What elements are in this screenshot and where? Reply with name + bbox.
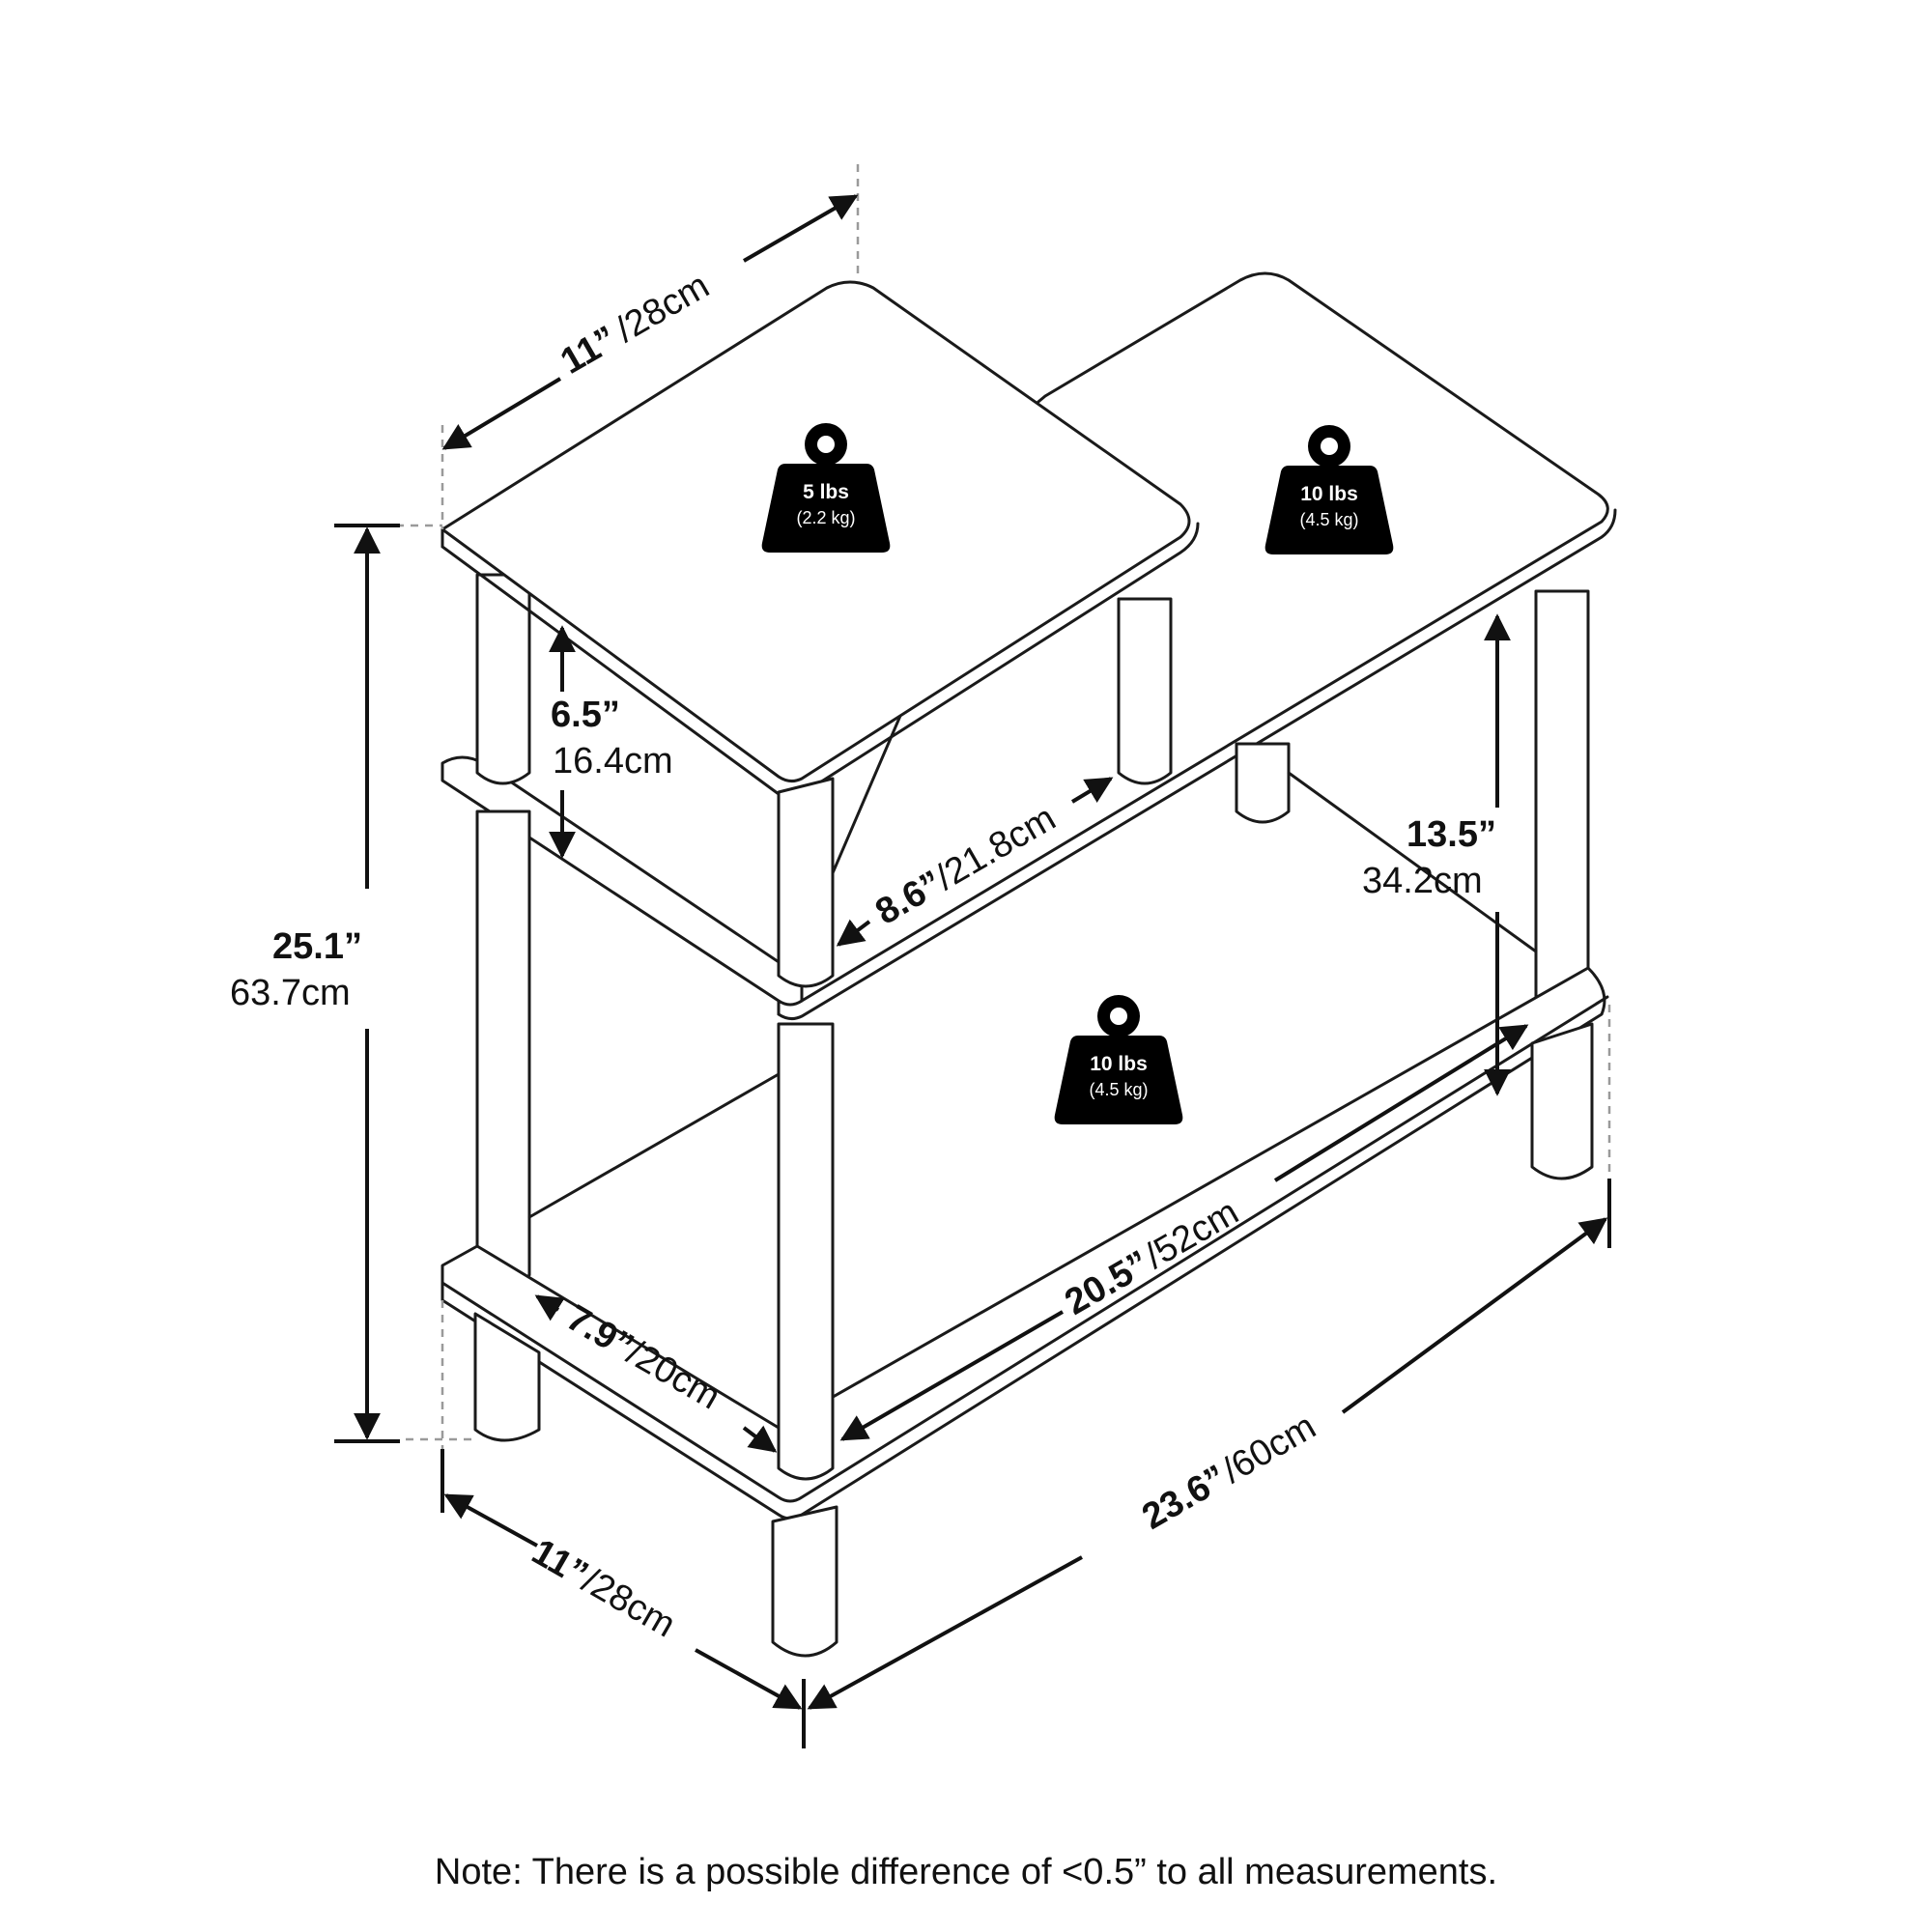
leg-front-middle-lower [777, 1022, 835, 1481]
leg-bottom-left [473, 1312, 541, 1442]
total-length-in: 23.6” [1136, 1458, 1235, 1538]
leg-front-top [777, 777, 835, 988]
weight-bottom-lbs: 10 lbs [1090, 1053, 1148, 1075]
leg-bottom-right [1530, 1022, 1594, 1180]
leg-front-right-upper [1117, 597, 1173, 785]
total-height-in: 25.1” [272, 926, 362, 967]
top-width-in: 11” [554, 319, 624, 383]
bottom-depth-cm: /28cm [575, 1560, 682, 1645]
bottom-shelf [440, 966, 1606, 1520]
lower-clearance-cm: 34.2cm [1362, 861, 1483, 901]
dimension-lines [334, 164, 1611, 1748]
label-bottom-depth: 11” /28cm [526, 1531, 683, 1645]
measurement-note: Note: There is a possible difference of … [435, 1852, 1497, 1892]
weight-middle-lbs: 10 lbs [1300, 483, 1358, 505]
leg-back-far-right [1534, 589, 1590, 1027]
label-top-width: 11” /28cm [554, 266, 717, 383]
top-clearance-in: 6.5” [551, 695, 620, 735]
middle-shelf [440, 755, 804, 1007]
leg-rear-right-short [1235, 742, 1291, 824]
weight-icon-bottom-shelf: 10 lbs (4.5 kg) [1054, 995, 1183, 1124]
weight-top-lbs: 5 lbs [803, 481, 849, 503]
weight-bottom-kg: (4.5 kg) [1089, 1080, 1148, 1099]
leg-rear-left-upper [475, 573, 531, 785]
weight-icon-top-shelf: 5 lbs (2.2 kg) [761, 423, 891, 553]
total-height-cm: 63.7cm [230, 973, 351, 1013]
top-width-cm: /28cm [610, 266, 717, 351]
leg-bottom-front [771, 1505, 838, 1658]
weight-middle-kg: (4.5 kg) [1299, 510, 1358, 529]
label-total-length: 23.6” /60cm [1136, 1406, 1323, 1538]
furniture-drawing [440, 271, 1617, 1658]
lower-clearance-in: 13.5” [1406, 814, 1496, 855]
weight-icon-middle-shelf: 10 lbs (4.5 kg) [1264, 425, 1394, 554]
top-clearance-cm: 16.4cm [553, 741, 673, 781]
weight-top-kg: (2.2 kg) [796, 508, 855, 527]
total-length-cm: /60cm [1216, 1406, 1323, 1492]
leg-rear-left-lower [475, 810, 531, 1288]
